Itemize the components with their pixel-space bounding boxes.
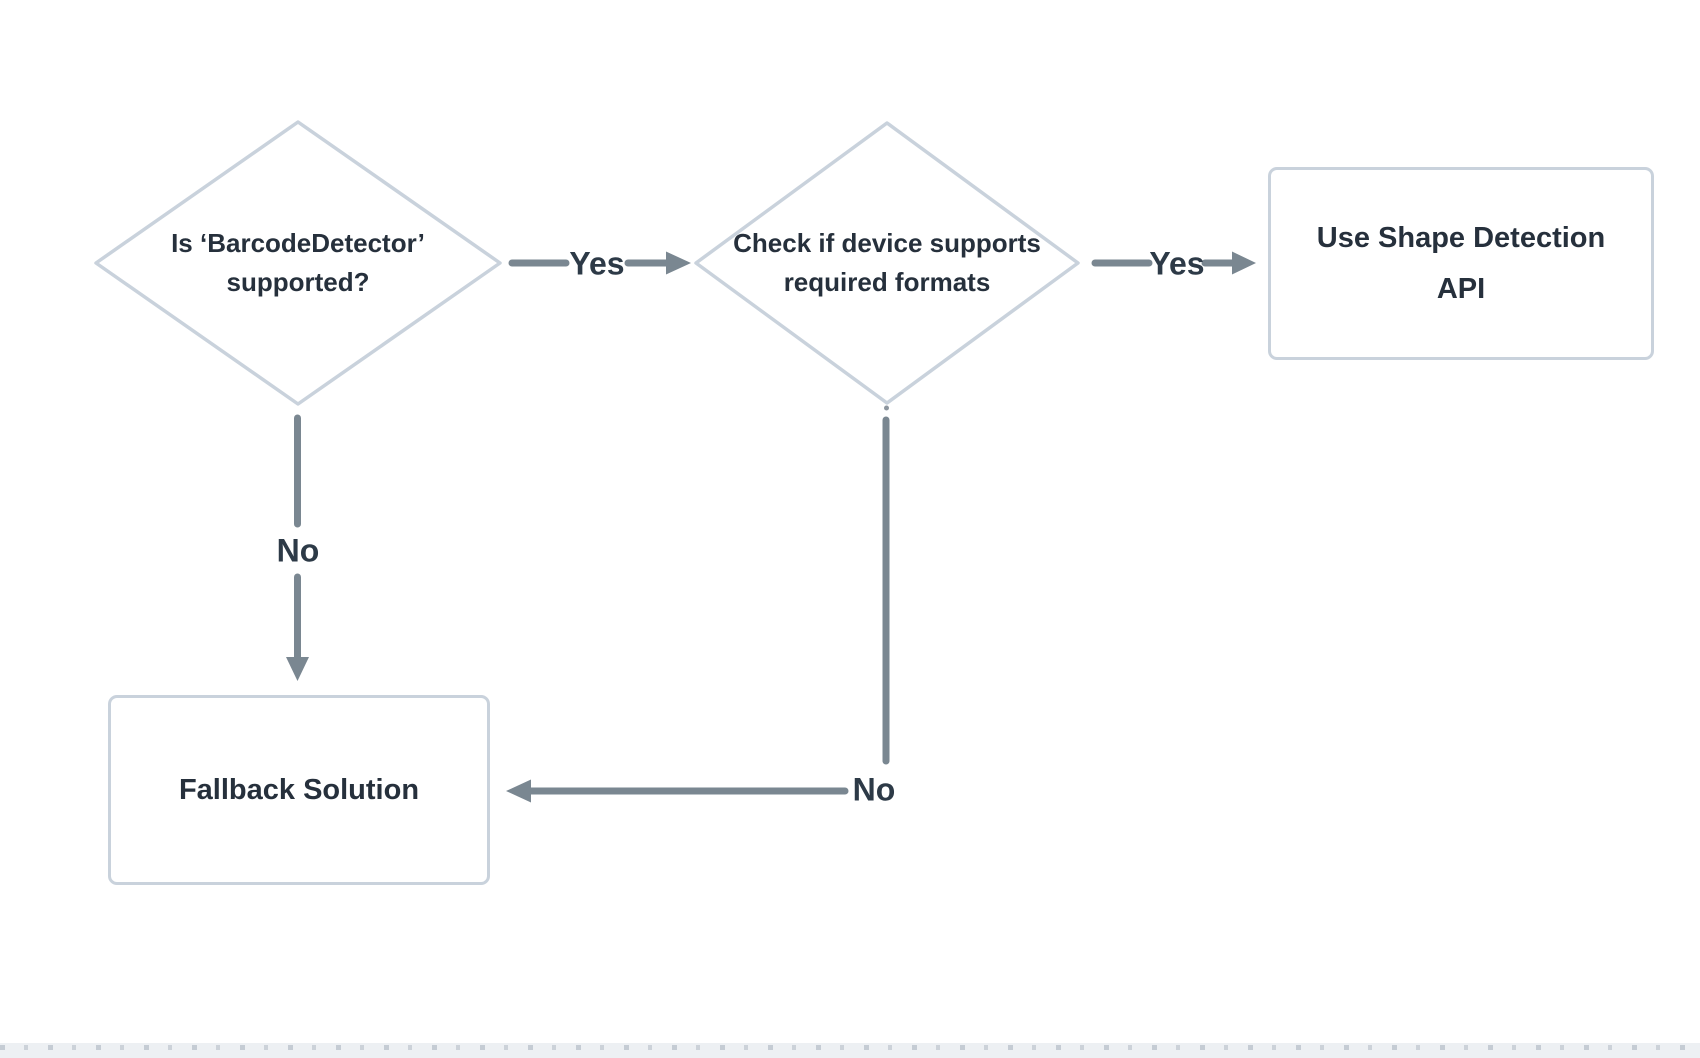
decision-node-barcode-supported-label: Is ‘BarcodeDetector’ supported? [171,228,425,297]
edge-no-1-arrowhead [286,657,309,681]
process-node-use-shape-detection-api: Use Shape Detection API [1268,167,1654,360]
edge-no-2-arrowhead [506,779,531,803]
edge-label-yes-2: Yes [1149,245,1205,282]
bottom-strip [0,1043,1700,1058]
decision-diamond-device-formats-shape [694,121,1080,405]
connector-dot [884,405,889,411]
edge-label-no-2: No [852,771,896,808]
decision-diamond-barcode-supported-shape [94,120,502,406]
edge-yes-2-arrowhead [1232,251,1256,275]
bottom-strip-ticks [0,1045,1700,1050]
decision-node-barcode-supported: Is ‘BarcodeDetector’ supported? [98,193,498,333]
edge-label-yes-1: Yes [569,245,625,282]
decision-node-device-formats: Check if device supports required format… [687,193,1087,333]
edge-yes-1-arrowhead [666,251,691,275]
process-node-fallback-solution-label: Fallback Solution [178,773,420,806]
decision-node-device-formats-label: Check if device supports required format… [733,228,1041,297]
process-node-use-shape-detection-api-label: Use Shape Detection API [1316,221,1606,305]
process-node-fallback-solution: Fallback Solution [108,695,490,885]
edge-label-no-1: No [276,532,320,569]
